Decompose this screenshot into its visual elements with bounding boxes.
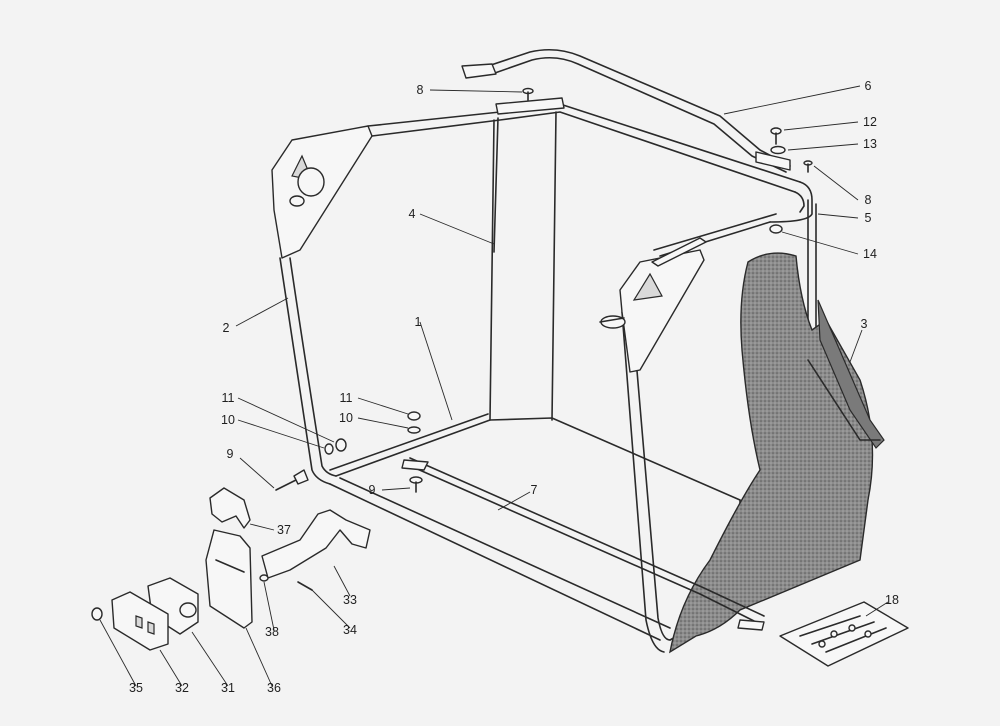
washer-part-10-left	[324, 443, 334, 455]
callout-11-left: 11	[222, 391, 235, 405]
callout-12: 12	[863, 115, 877, 129]
callout-10-left: 10	[221, 413, 235, 427]
callout-9-left: 9	[227, 447, 234, 461]
washer-part-13	[770, 145, 786, 155]
callout-8-top: 8	[417, 83, 424, 97]
callout-34: 34	[343, 623, 357, 637]
callout-7: 7	[531, 483, 538, 497]
callout-13: 13	[863, 137, 877, 151]
callout-38: 38	[265, 625, 279, 639]
bolt-part-12	[770, 127, 782, 145]
grass-bag-part-3	[669, 252, 885, 654]
bolt-part-9-left	[275, 469, 309, 491]
frame-tube-part-2	[271, 103, 817, 653]
callout-37: 37	[277, 523, 291, 537]
callout-11-center: 11	[340, 391, 353, 405]
callout-3: 3	[861, 317, 868, 331]
callout-10-center: 10	[339, 411, 353, 425]
callout-14: 14	[863, 247, 877, 261]
callout-31: 31	[221, 681, 235, 695]
screw-part-8-right	[803, 160, 813, 173]
callout-36: 36	[267, 681, 281, 695]
handle-part-6	[461, 48, 791, 173]
callout-35: 35	[129, 681, 143, 695]
top-bracket	[495, 97, 565, 115]
callout-labels: 8 6 12 13 8 5 14 4 3 2 1 11 10 11 10 9 9…	[129, 79, 899, 695]
callout-32: 32	[175, 681, 189, 695]
nut-part-11-center	[407, 411, 421, 421]
callout-2: 2	[223, 321, 230, 335]
hardware-kit-part-18	[779, 601, 909, 667]
callout-5: 5	[865, 211, 872, 225]
callout-33: 33	[343, 593, 357, 607]
bolt-part-9-center	[409, 476, 423, 493]
callout-8-right: 8	[865, 193, 872, 207]
screw-part-8-top	[522, 87, 534, 101]
callout-1: 1	[415, 315, 422, 329]
leader-lines	[99, 85, 889, 687]
nut-part-14	[769, 224, 783, 234]
callout-4: 4	[409, 207, 416, 221]
callout-9-center: 9	[369, 483, 376, 497]
washer-part-10-center	[407, 426, 421, 434]
nut-part-11-left	[335, 438, 347, 452]
callout-18: 18	[885, 593, 899, 607]
bottom-strap-part-7	[401, 457, 765, 631]
callout-6: 6	[865, 79, 872, 93]
latch-assembly	[91, 487, 371, 651]
